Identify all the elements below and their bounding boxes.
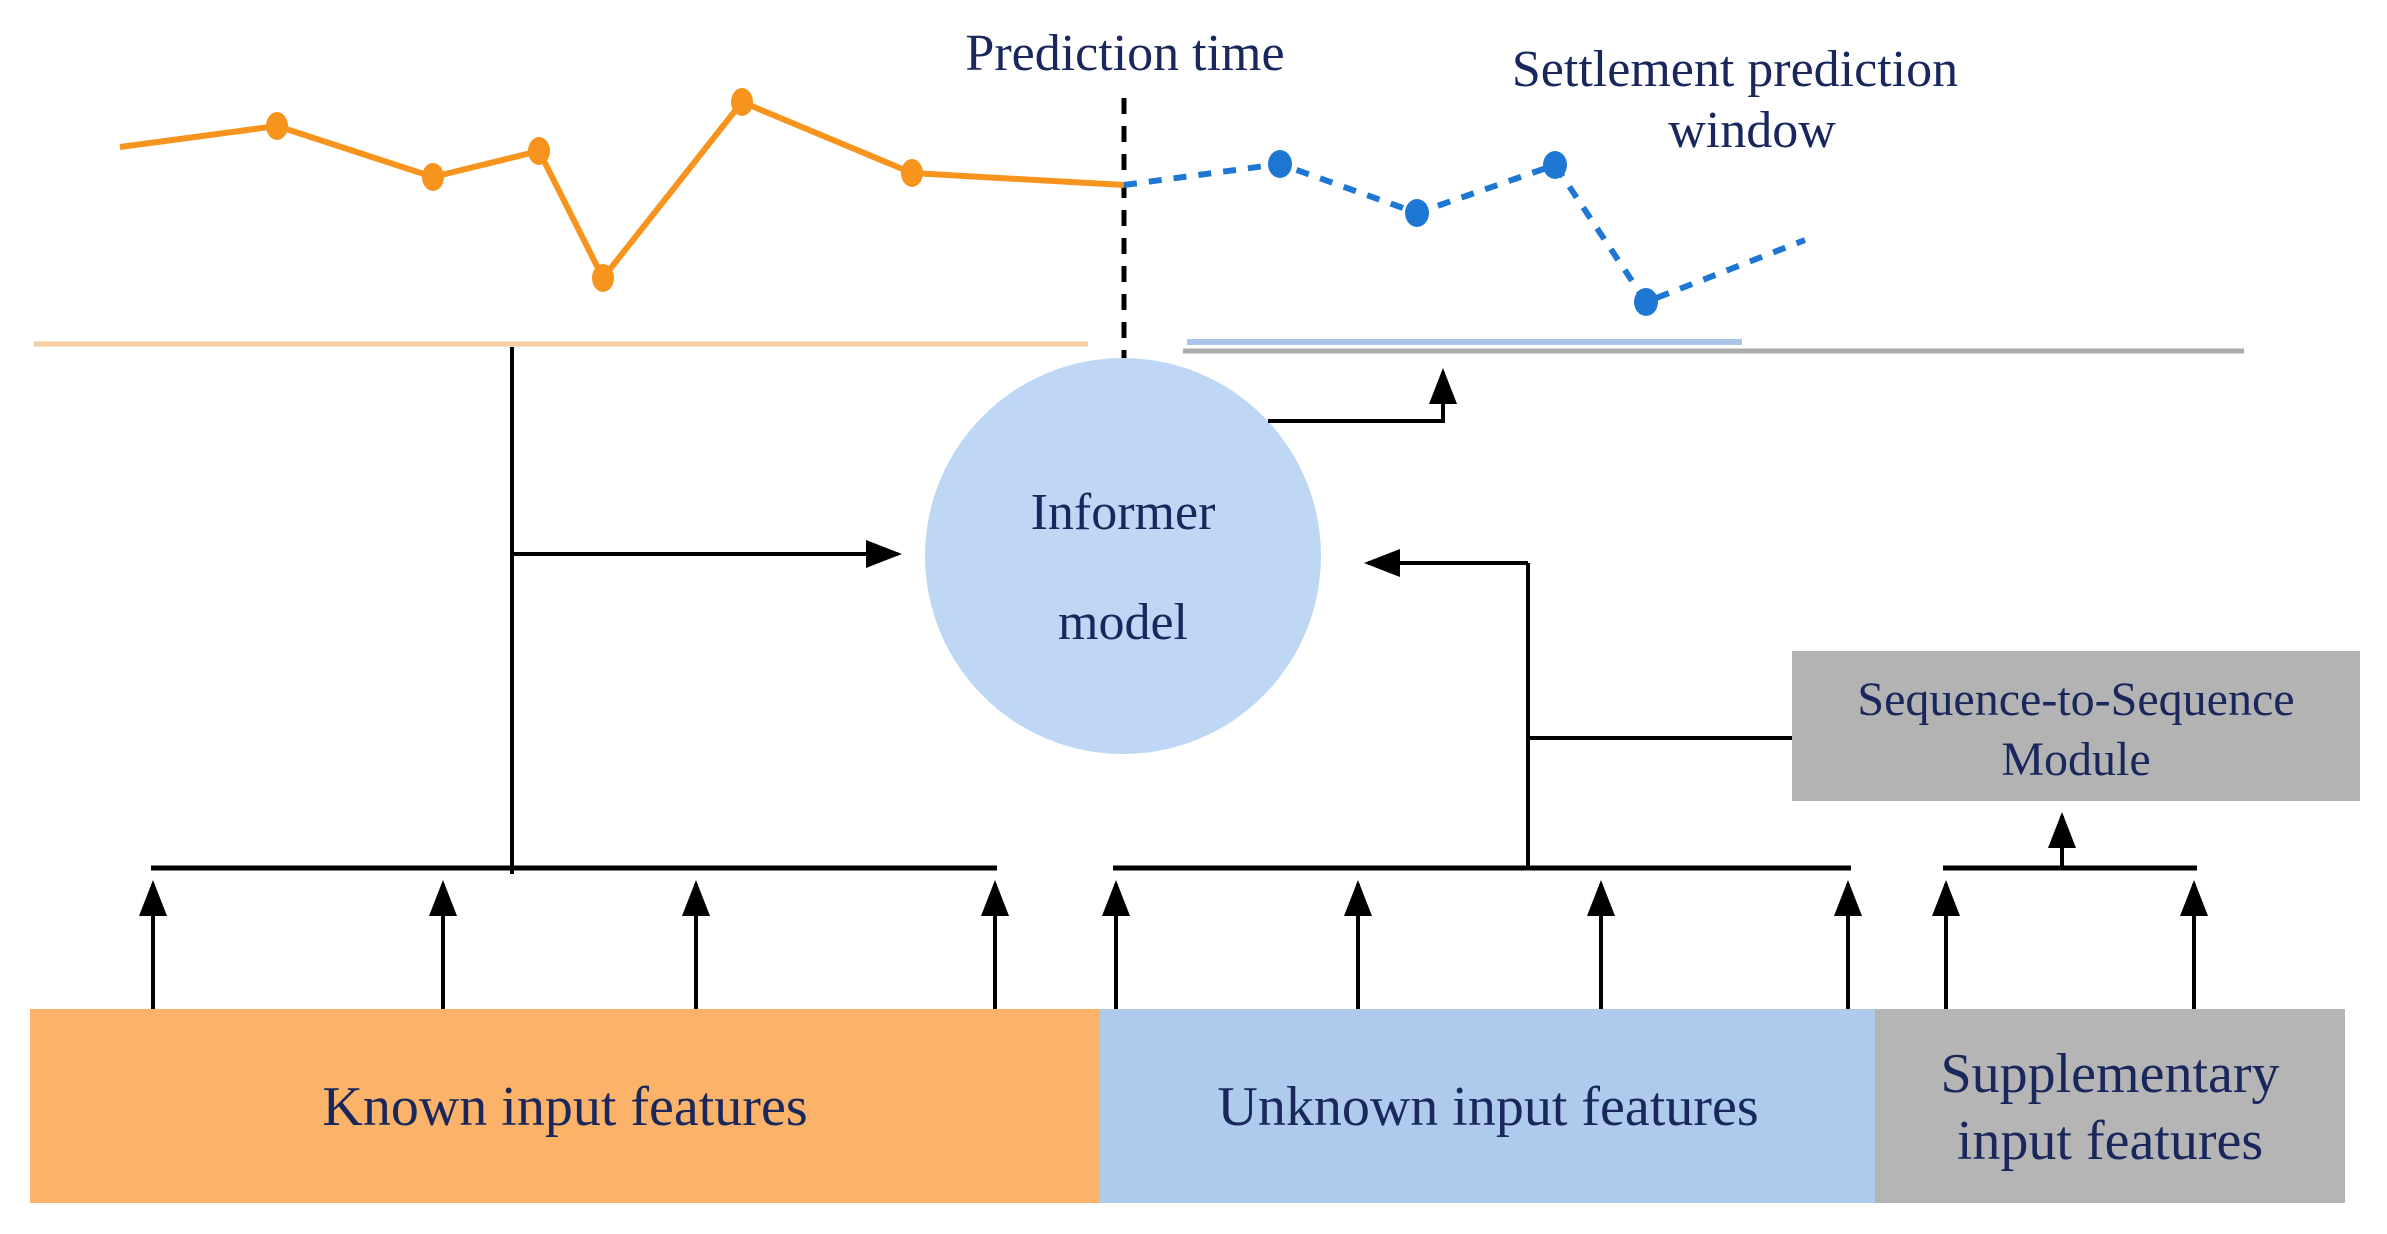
- supplementary-feature-arrows: [1932, 880, 2208, 1009]
- known-input-features-box: [30, 1009, 1100, 1203]
- unknown-input-features-box: [1100, 1009, 1875, 1203]
- data-point: [266, 112, 288, 140]
- informer-model-node: [925, 358, 1321, 754]
- data-point: [731, 88, 753, 116]
- informer-model-label-line1: Informer: [1030, 484, 1216, 541]
- supplementary-input-features-box: [1875, 1009, 2345, 1203]
- data-point: [1543, 151, 1567, 179]
- known-input-features-label: Known input features: [322, 1076, 808, 1138]
- seq2seq-module-label-line1: Sequence-to-Sequence: [1857, 673, 2295, 726]
- known-feature-arrows: [139, 880, 1009, 1009]
- data-point: [1268, 150, 1292, 178]
- settlement-window-label-line1: Settlement prediction: [1511, 41, 1959, 98]
- observed-settlement-line: [119, 99, 1125, 281]
- prediction-time-label: Prediction time: [965, 25, 1285, 82]
- data-point: [422, 163, 444, 191]
- data-point: [901, 159, 923, 187]
- observed-settlement-markers: [266, 88, 923, 292]
- sequence-to-sequence-module-box: [1792, 651, 2360, 801]
- data-point: [528, 137, 550, 165]
- data-point: [1634, 288, 1658, 316]
- supplementary-input-features-label-line1: Supplementary: [1940, 1043, 2280, 1105]
- unknown-input-features-label: Unknown input features: [1217, 1076, 1759, 1138]
- settlement-window-label-line2: window: [1668, 102, 1836, 159]
- informer-model-label-line2: model: [1058, 594, 1188, 651]
- unknown-feature-arrows: [1102, 880, 1862, 1009]
- supplementary-input-features-label-line2: input features: [1956, 1110, 2264, 1172]
- data-point: [1405, 199, 1429, 227]
- arrow-informer-to-prediction-window: [1268, 368, 1457, 423]
- predicted-settlement-line: [1123, 161, 1807, 305]
- seq2seq-module-label-line2: Module: [2001, 733, 2151, 786]
- predicted-settlement-markers: [1268, 150, 1658, 316]
- data-point: [592, 264, 614, 292]
